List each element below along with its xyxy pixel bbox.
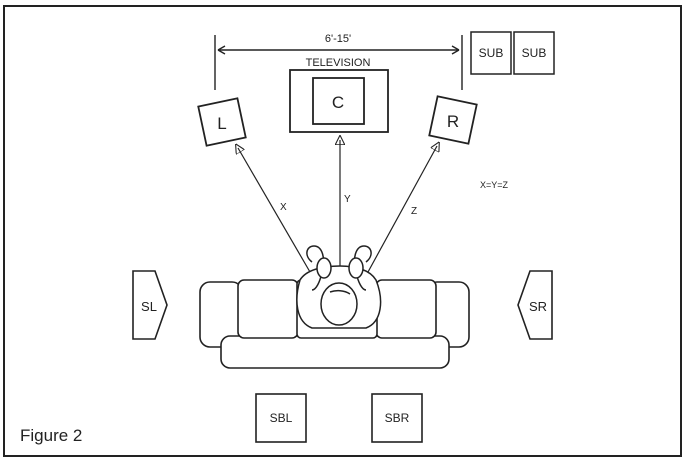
- distance-arrow-z: [367, 146, 437, 273]
- surround-back-left-label: SBL: [270, 411, 293, 425]
- surround-right-label: SR: [529, 299, 547, 314]
- surround-left-speaker: [132, 270, 168, 340]
- surround-left-label: SL: [141, 299, 157, 314]
- subwoofer-1: [470, 31, 512, 75]
- distance-y-label: Y: [344, 194, 351, 205]
- distance-x-label: X: [280, 202, 287, 213]
- television-label: TELEVISION: [306, 57, 371, 69]
- width-dimension: [214, 35, 463, 90]
- surround-back-right-speaker: [371, 393, 423, 443]
- surround-back-right-label: SBR: [385, 411, 410, 425]
- distance-arrow-x: [238, 148, 311, 273]
- surround-right-speaker: [517, 270, 553, 340]
- listener-figure: [296, 245, 382, 329]
- subwoofer-1-label: SUB: [479, 46, 504, 60]
- subwoofer-2: [513, 31, 555, 75]
- width-label: 6'-15': [325, 33, 351, 45]
- center-speaker: [312, 77, 365, 125]
- center-speaker-label: C: [332, 93, 344, 112]
- surround-back-left-speaker: [255, 393, 307, 443]
- distance-arrows: [238, 140, 437, 273]
- left-speaker: [197, 97, 247, 147]
- right-speaker-label: R: [447, 112, 459, 131]
- right-speaker: [428, 95, 478, 145]
- distance-z-label: Z: [411, 206, 417, 217]
- figure-caption: Figure 2: [20, 426, 83, 445]
- subwoofer-2-label: SUB: [522, 46, 547, 60]
- distance-equation: X=Y=Z: [480, 180, 509, 190]
- left-speaker-label: L: [217, 114, 226, 133]
